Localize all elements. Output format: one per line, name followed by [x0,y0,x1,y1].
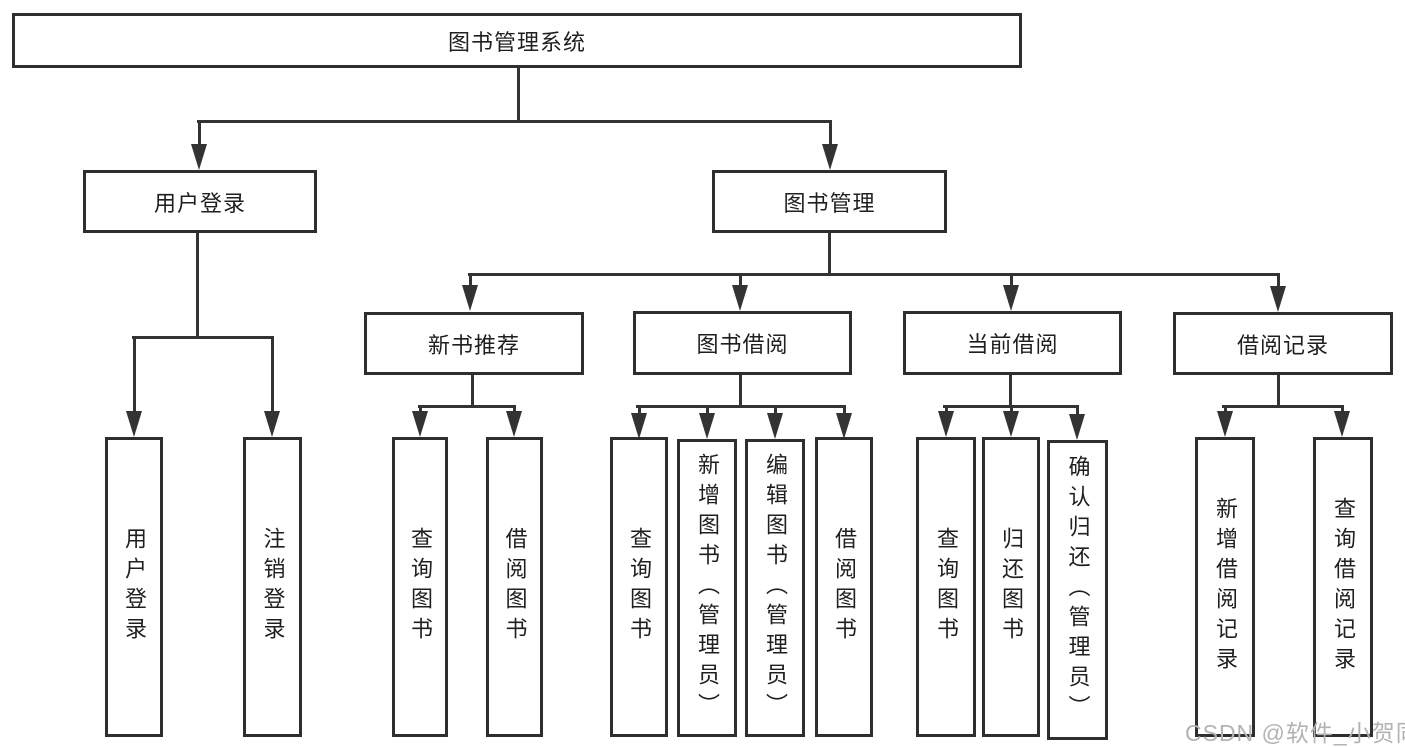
connector-line [828,232,831,276]
leaf-label: 查询图书 [408,527,433,647]
arrow-down-icon [126,336,142,437]
leaf-label: 查询借阅记录 [1331,497,1356,677]
leaf-label: 查询图书 [934,527,959,647]
arrow-down-icon [938,405,954,437]
arrow-down-icon [767,405,783,439]
node-label: 图书管理系统 [447,29,586,55]
leaf-add-books-admin: 新增图书（管理员） [677,439,737,737]
connector-line [197,120,831,123]
leaf-label: 查询图书 [627,527,652,647]
leaf-label: 借阅图书 [832,527,857,647]
connector-line [1277,375,1280,407]
arrow-down-icon [264,336,280,437]
arrow-down-icon [1003,273,1019,311]
node-label: 图书管理 [783,190,876,216]
connector-line [1009,375,1012,407]
connector-line [1222,405,1344,408]
leaf-label: 确认归还（管理员） [1065,455,1091,725]
arrow-down-icon [732,273,748,311]
connector-line [471,375,474,407]
arrow-down-icon [462,273,478,311]
watermark: CSDN @软件_小贺同学 [1185,720,1405,746]
leaf-label: 新增图书（管理员） [695,453,720,723]
connector-line [468,273,1280,276]
arrow-down-icon [1069,405,1085,440]
node-library-management-system: 图书管理系统 [12,13,1022,68]
arrow-down-icon [191,120,207,170]
node-label: 用户登录 [153,190,246,216]
connector-line [418,405,516,408]
connector-line [196,232,199,339]
leaf-label: 归还图书 [999,527,1024,647]
node-current-borrowing: 当前借阅 [903,311,1122,375]
node-new-book-recommend: 新书推荐 [364,312,584,375]
node-label: 图书借阅 [696,332,789,357]
node-label: 当前借阅 [966,332,1059,357]
leaf-label: 借阅图书 [502,527,528,647]
arrow-down-icon [631,405,647,439]
node-book-management: 图书管理 [712,170,947,233]
leaf-label: 注销登录 [260,527,286,647]
arrow-down-icon [1217,405,1233,437]
node-label: 新书推荐 [427,332,520,358]
leaf-query-books-current: 查询图书 [916,437,976,737]
leaf-logout: 注销登录 [243,437,302,737]
connector-line [517,68,520,122]
leaf-label: 编辑图书（管理员） [763,453,788,723]
arrow-down-icon [1003,405,1019,437]
arrow-down-icon [699,405,715,439]
leaf-query-books-borrowing: 查询图书 [610,437,668,737]
arrow-down-icon [836,405,852,439]
node-book-borrowing: 图书借阅 [633,311,852,375]
leaf-return-books: 归还图书 [982,437,1040,737]
node-borrowing-records: 借阅记录 [1173,312,1393,375]
arrow-down-icon [506,405,522,437]
arrow-down-icon [822,120,838,170]
leaf-borrow-books: 借阅图书 [815,437,873,737]
connector-line [132,336,274,339]
leaf-query-borrow-record: 查询借阅记录 [1313,437,1373,737]
node-user-login: 用户登录 [83,170,317,233]
node-label: 借阅记录 [1236,332,1329,358]
arrow-down-icon [1270,273,1286,312]
connector-line [739,375,742,407]
leaf-edit-books-admin: 编辑图书（管理员） [745,439,805,737]
leaf-confirm-return-admin: 确认归还（管理员） [1047,440,1108,740]
arrow-down-icon [1334,405,1350,437]
connector-line [636,405,845,408]
leaf-borrow-books-recommend: 借阅图书 [486,437,543,737]
leaf-add-borrow-record: 新增借阅记录 [1195,437,1255,737]
leaf-user-login: 用户登录 [105,437,163,737]
leaf-query-books-recommend: 查询图书 [392,437,448,737]
arrow-down-icon [412,405,428,437]
leaf-label: 用户登录 [122,527,147,647]
leaf-label: 新增借阅记录 [1213,497,1238,677]
